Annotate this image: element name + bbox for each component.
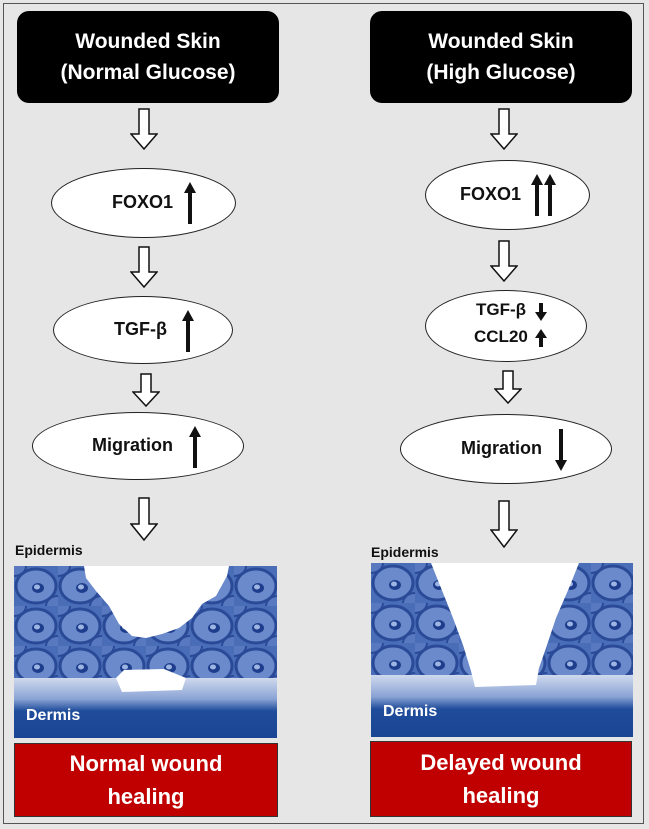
left-tgf-oval: TGF-β: [53, 296, 233, 364]
up-arrow-icon: [189, 426, 201, 468]
left-dermis-label: Dermis: [26, 707, 81, 724]
right-header-line2: (High Glucose): [426, 61, 576, 84]
right-ccl20-label: CCL20: [474, 327, 528, 346]
left-foxo1-oval: FOXO1: [51, 168, 236, 238]
left-arrow-1: [130, 108, 158, 150]
up-arrow-icon: [535, 329, 547, 347]
right-wound-graphic: [371, 563, 633, 737]
down-arrow-icon: [555, 429, 567, 471]
left-header-box: Wounded Skin (Normal Glucose): [17, 11, 279, 103]
left-tgf-label: TGF-β: [114, 319, 167, 339]
double-up-arrow-icon: [531, 174, 556, 216]
right-outcome-line1: Delayed wound: [420, 750, 582, 775]
right-migration-label: Migration: [461, 438, 542, 458]
right-skin-illustration: [371, 563, 633, 737]
right-dermis-label: Dermis: [383, 703, 438, 720]
left-skin-illustration: [14, 566, 277, 738]
right-outcome-box: Delayed wound healing: [370, 741, 632, 817]
left-outcome-line1: Normal wound: [69, 751, 223, 776]
right-foxo1-label: FOXO1: [460, 184, 522, 204]
right-epidermis-label: Epidermis: [371, 544, 439, 560]
right-migration-oval: Migration: [400, 414, 612, 484]
left-arrow-2: [130, 246, 158, 288]
right-tgf-ccl20-oval: TGF-β CCL20: [425, 290, 587, 362]
left-outcome-line2: healing: [107, 784, 185, 809]
right-arrow-3: [494, 370, 522, 404]
left-wound-graphic: [14, 566, 277, 738]
up-arrow-icon: [184, 182, 196, 224]
down-arrow-icon: [535, 303, 547, 321]
left-outcome-box: Normal wound healing: [14, 743, 278, 817]
left-epidermis-label: Epidermis: [15, 542, 83, 558]
left-arrow-3: [132, 373, 160, 407]
left-foxo1-label: FOXO1: [112, 192, 174, 212]
left-header-line1: Wounded Skin: [75, 30, 221, 53]
left-header-line2: (Normal Glucose): [60, 61, 236, 84]
right-outcome-line2: healing: [462, 783, 540, 808]
up-arrow-icon: [182, 310, 194, 352]
left-migration-oval: Migration: [32, 412, 244, 480]
right-header-box: Wounded Skin (High Glucose): [370, 11, 632, 103]
right-tgf-label: TGF-β: [476, 300, 527, 319]
right-arrow-2: [490, 240, 518, 282]
right-arrow-4: [490, 500, 518, 548]
left-migration-label: Migration: [92, 435, 173, 455]
right-arrow-1: [490, 108, 518, 150]
left-arrow-4: [130, 497, 158, 541]
right-foxo1-oval: FOXO1: [425, 160, 590, 230]
right-header-line1: Wounded Skin: [428, 30, 574, 53]
